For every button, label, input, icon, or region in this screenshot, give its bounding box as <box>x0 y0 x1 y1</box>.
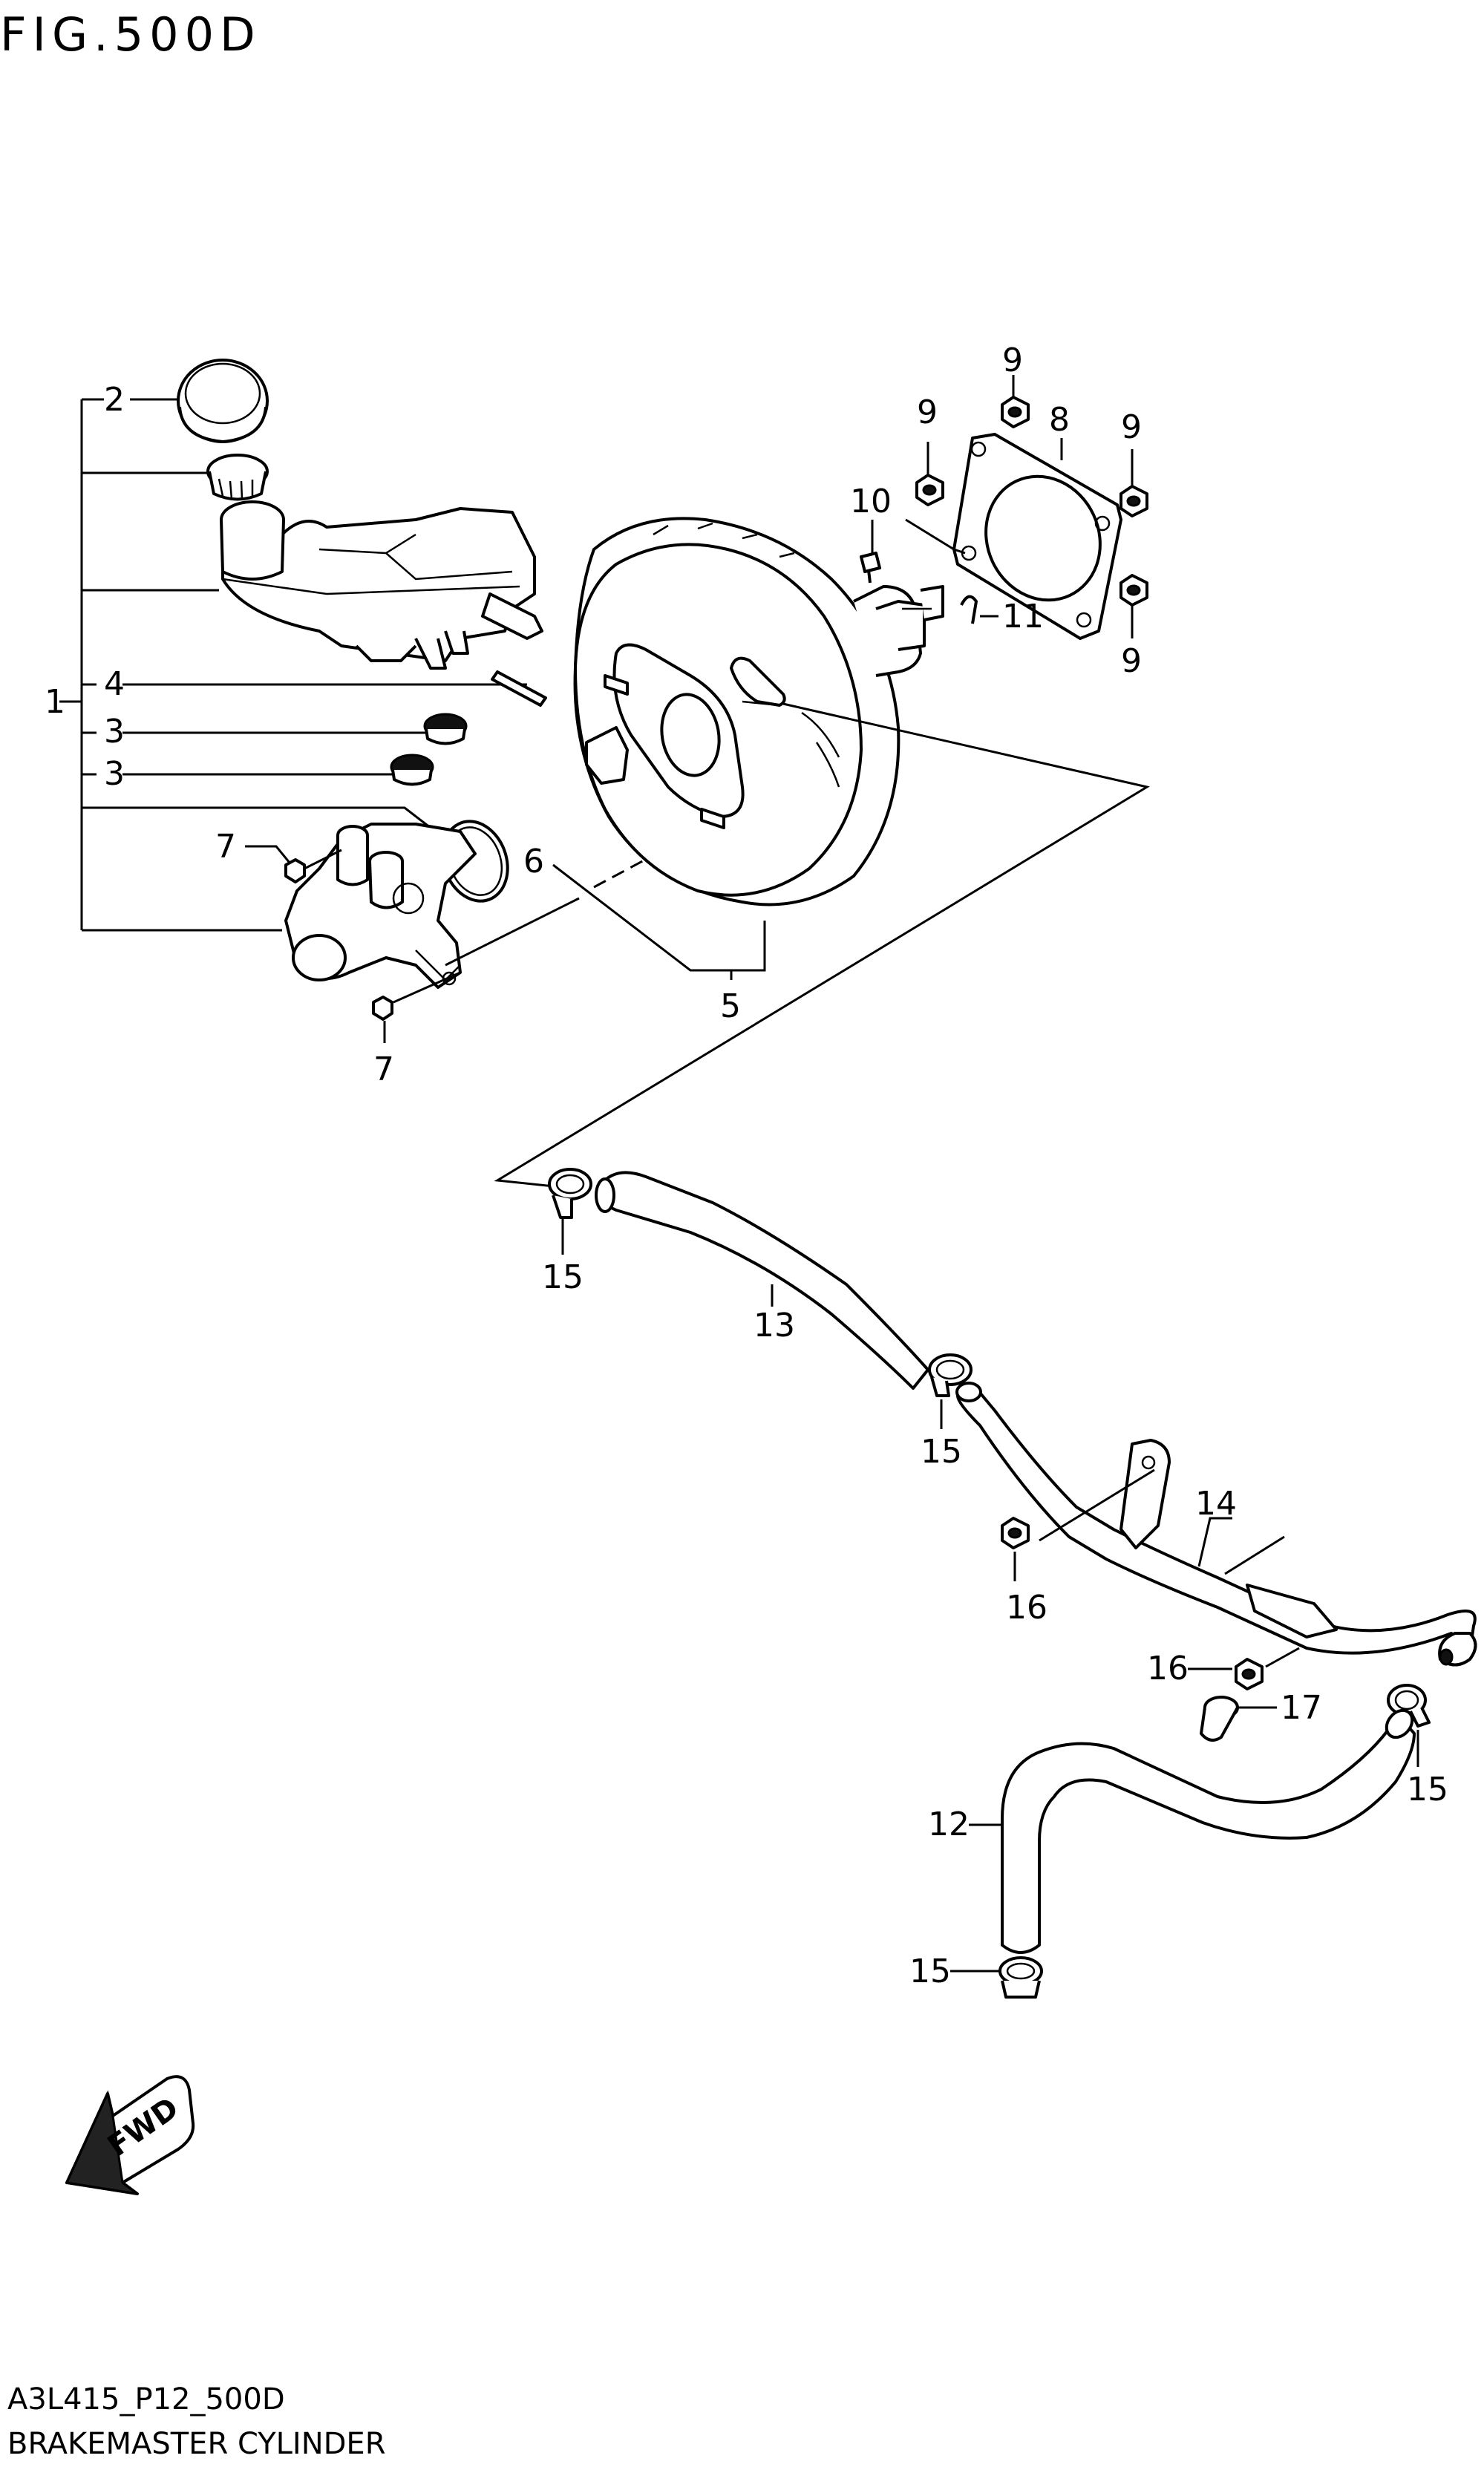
hose-clamp-2 <box>928 1353 973 1397</box>
vacuum-pipe <box>955 1382 1477 1667</box>
callout-1: 1 <box>45 683 65 721</box>
hose-clamp-4 <box>998 1956 1043 1999</box>
callout-11: 11 <box>1002 598 1044 635</box>
callout-9-left: 9 <box>917 393 938 431</box>
grommet-lower <box>390 754 434 786</box>
callout-6: 6 <box>523 843 544 880</box>
callout-7-upper: 7 <box>215 828 236 866</box>
nut-9-top <box>1001 396 1030 428</box>
callout-9-top: 9 <box>1002 342 1023 379</box>
diagram-name: BRAKEMASTER CYLINDER <box>7 2427 386 2461</box>
hose-clamp-1 <box>548 1168 592 1219</box>
callout-3-upper: 3 <box>104 713 125 751</box>
callout-16-a: 16 <box>1006 1589 1047 1627</box>
grommet-upper <box>423 713 468 745</box>
callout-2: 2 <box>104 381 125 419</box>
booster-gasket <box>952 433 1122 640</box>
nut-lower <box>372 996 393 1021</box>
callout-10: 10 <box>850 483 892 520</box>
snap-pin <box>960 595 978 624</box>
nut-upper <box>284 858 306 883</box>
callout-16-b: 16 <box>1147 1650 1189 1687</box>
callout-8: 8 <box>1049 401 1070 439</box>
callout-12: 12 <box>928 1806 970 1843</box>
vacuum-hose-lower <box>1001 1708 1416 1954</box>
callout-17: 17 <box>1281 1689 1322 1727</box>
callout-15-b: 15 <box>921 1433 962 1471</box>
reservoir-tank <box>220 500 543 670</box>
callout-14: 14 <box>1195 1485 1237 1523</box>
callout-15-c: 15 <box>1407 1771 1448 1808</box>
brake-booster <box>573 517 944 906</box>
forward-arrow-icon: FWD <box>65 2075 195 2195</box>
callout-5: 5 <box>720 987 741 1025</box>
diagram-code: A3L415_P12_500D <box>7 2382 285 2417</box>
nut-16-upper <box>1001 1517 1030 1549</box>
callout-4: 4 <box>104 665 125 703</box>
nut-9-right <box>1119 485 1148 517</box>
callout-9-right: 9 <box>1121 408 1142 446</box>
clevis-pin <box>860 552 881 584</box>
callout-7-lower: 7 <box>373 1050 394 1088</box>
nut-9-left <box>915 474 944 506</box>
reservoir-pin <box>491 670 547 707</box>
callout-3-lower: 3 <box>104 755 125 793</box>
hose-clamp-3 <box>1387 1684 1431 1728</box>
callout-15-a: 15 <box>542 1258 584 1296</box>
reservoir-cap <box>177 359 269 443</box>
nut-16-lower <box>1235 1658 1264 1690</box>
callout-9-bottom: 9 <box>1121 642 1142 680</box>
callout-15-d: 15 <box>909 1953 951 1990</box>
reservoir-strainer <box>206 454 269 501</box>
master-cylinder <box>284 823 477 989</box>
pipe-grommet <box>1200 1696 1239 1742</box>
figure-title: FIG.500D <box>0 7 261 62</box>
nut-9-bottom <box>1119 574 1148 607</box>
vacuum-hose-upper <box>595 1171 929 1390</box>
callout-13: 13 <box>754 1307 795 1344</box>
group-1-bracket <box>59 398 431 932</box>
